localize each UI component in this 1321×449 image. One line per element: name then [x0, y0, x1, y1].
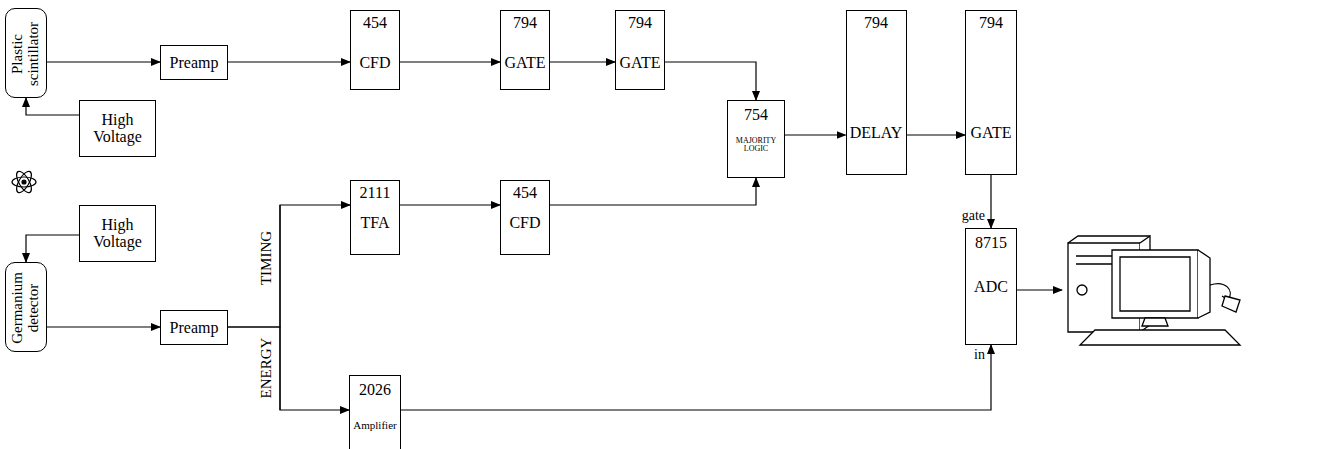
power-supply-box: High Voltage [79, 100, 156, 157]
signal-connector [47, 326, 160, 327]
module-box: 8715ADC [965, 228, 1017, 345]
signal-connector [400, 61, 500, 62]
node-label: GATE [971, 125, 1012, 142]
signal-connector [550, 61, 615, 62]
node-label: MAJORITY LOGIC [730, 137, 782, 154]
node-label: TFA [360, 215, 389, 232]
module-box: 754MAJORITY LOGIC [727, 100, 785, 178]
model-number: 794 [628, 15, 652, 32]
signal-connector [401, 345, 991, 410]
pin-name: gate [962, 209, 985, 223]
signal-connector [26, 98, 79, 115]
model-number: 8715 [975, 235, 1007, 252]
atom-orbit [14, 169, 35, 195]
signal-name: TIMING [259, 231, 274, 285]
node-label: High Voltage [82, 217, 153, 251]
model-number: 794 [979, 15, 1003, 32]
keyboard [1080, 330, 1240, 345]
node-label: Preamp [170, 55, 219, 72]
signal-connector [400, 204, 500, 205]
node-label: CFD [359, 55, 390, 72]
computer-button [1077, 285, 1087, 295]
signal-connector [26, 235, 79, 262]
power-supply-box: High Voltage [79, 205, 156, 262]
model-number: 2026 [359, 382, 391, 399]
signal-connector [228, 205, 350, 327]
signal-name: ENERGY [259, 338, 274, 399]
monitor-back [1198, 250, 1210, 318]
signal-connector [665, 62, 756, 100]
node-label: Germanium detector [10, 266, 42, 350]
node-label: CFD [509, 215, 540, 232]
monitor-screen [1120, 257, 1190, 311]
module-box: 794GATE [965, 10, 1017, 175]
model-number: 454 [363, 15, 387, 32]
model-number: 2111 [360, 185, 391, 202]
node-label: Preamp [170, 320, 219, 337]
node-label: Plastic scintillator [10, 12, 42, 96]
node-label: ADC [974, 279, 1008, 296]
module-box: 2026Amplifier [349, 375, 401, 449]
signal-connector [990, 175, 991, 228]
atom-orbit [12, 177, 36, 187]
signal-connector [785, 134, 846, 135]
module-box: 794GATE [615, 10, 665, 90]
node-label: DELAY [850, 125, 903, 142]
signal-connector [228, 327, 349, 410]
model-number: 794 [513, 15, 537, 32]
signal-connector [907, 134, 966, 135]
node-label: Amplifier [353, 420, 396, 432]
computer-tower-top [1068, 236, 1150, 243]
detector-box: Plastic scintillator [5, 8, 47, 98]
output-wire [1017, 289, 1062, 290]
pin-name: in [974, 348, 985, 362]
detector-box: Germanium detector [5, 262, 47, 352]
atom-nucleus [22, 180, 26, 184]
node-label: GATE [620, 55, 661, 72]
signal-connector [228, 61, 350, 62]
node-label: GATE [505, 55, 546, 72]
module-box: 794GATE [500, 10, 550, 90]
module-box: 2111TFA [350, 180, 400, 255]
atom-orbit [14, 169, 35, 195]
module-box: 454CFD [350, 10, 400, 90]
signal-connector [47, 61, 160, 62]
signal-connector [550, 178, 756, 205]
node-label: High Voltage [82, 112, 153, 146]
model-number: 794 [864, 15, 888, 32]
preamp-box: Preamp [160, 310, 228, 345]
atom-symbol [12, 169, 36, 195]
preamp-box: Preamp [160, 45, 228, 80]
monitor-stand [1142, 318, 1168, 326]
monitor [1112, 250, 1198, 318]
model-number: 454 [513, 185, 537, 202]
computer-icon [1068, 236, 1240, 345]
module-box: 794DELAY [846, 10, 907, 175]
mouse [1222, 296, 1240, 312]
model-number: 754 [744, 107, 768, 124]
module-box: 454CFD [500, 180, 550, 255]
